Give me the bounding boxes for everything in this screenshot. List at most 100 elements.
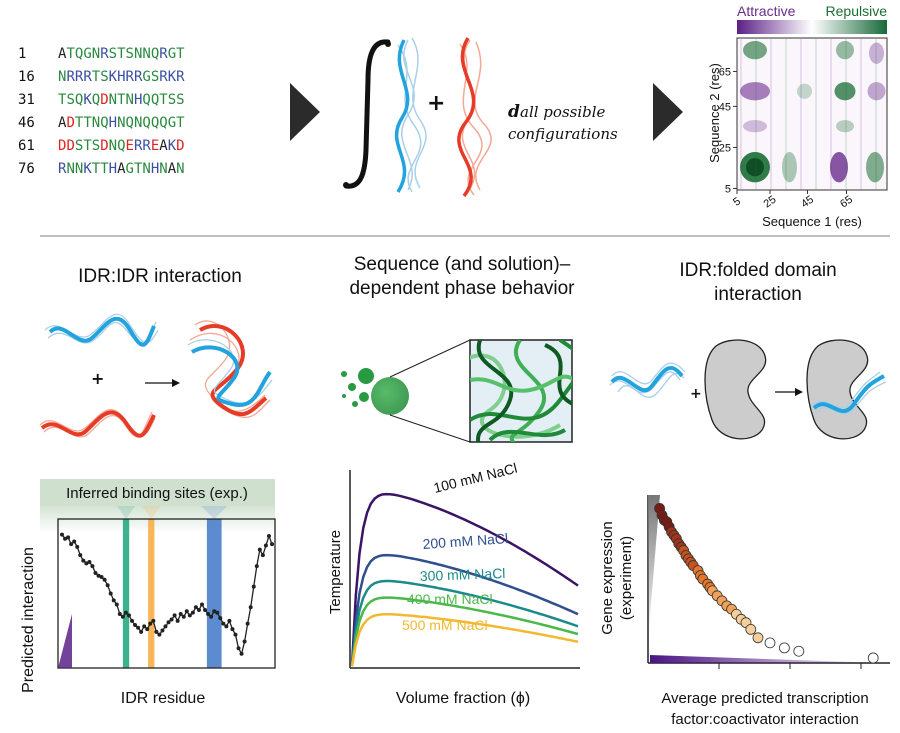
phase-curve bbox=[350, 612, 579, 667]
expression-scatter-chart: Gene expression (experiment) Average pre… bbox=[599, 495, 890, 728]
chart1-xlabel: IDR residue bbox=[121, 690, 206, 707]
interaction-point bbox=[184, 609, 189, 614]
map-xtick-label: 25 bbox=[762, 194, 779, 211]
chart2-ylabel: Temperature bbox=[327, 530, 344, 614]
interaction-point bbox=[69, 542, 74, 547]
map-ytick-label: 5 bbox=[725, 183, 731, 195]
interaction-point bbox=[154, 629, 159, 634]
integral-sign bbox=[343, 39, 391, 189]
droplet-icon bbox=[342, 394, 346, 398]
interaction-point bbox=[148, 621, 153, 626]
idr-chain-icon bbox=[609, 362, 686, 398]
plus-sign: + bbox=[427, 91, 445, 116]
map-cell bbox=[867, 82, 886, 101]
interaction-point bbox=[218, 616, 223, 621]
map-xlabel: Sequence 1 (res) bbox=[762, 214, 862, 229]
sequence-index: 31 bbox=[18, 92, 35, 108]
condensate-chains-icon bbox=[470, 340, 572, 442]
right-arrow-icon bbox=[653, 83, 683, 141]
map-cell bbox=[743, 41, 767, 60]
interaction-point bbox=[157, 632, 162, 637]
interaction-point bbox=[260, 553, 265, 558]
interaction-point bbox=[136, 625, 141, 630]
map-cell bbox=[834, 82, 856, 101]
phase-curve-label: 400 mM NaCl bbox=[407, 591, 493, 607]
map-cell bbox=[836, 41, 854, 60]
phase-curve bbox=[350, 553, 579, 667]
configurations-caption-line2: configurations bbox=[508, 125, 618, 143]
interaction-point bbox=[87, 559, 92, 564]
interaction-point bbox=[114, 602, 119, 607]
legend-repulsive: Repulsive bbox=[826, 3, 888, 19]
interaction-point bbox=[105, 583, 110, 588]
interaction-point bbox=[96, 573, 101, 578]
map-xtick-label: 65 bbox=[838, 194, 855, 211]
interaction-point bbox=[163, 624, 168, 629]
interaction-point bbox=[196, 607, 201, 612]
phase-curve-label: 200 mM NaCl bbox=[422, 530, 509, 552]
interaction-point bbox=[248, 605, 253, 610]
interaction-point bbox=[200, 602, 204, 607]
map-legend-bar bbox=[737, 20, 887, 34]
interaction-point bbox=[193, 605, 198, 610]
interaction-point bbox=[60, 532, 64, 537]
interaction-point bbox=[160, 628, 165, 633]
red-idr-ensemble-icon bbox=[457, 37, 492, 198]
map-xtick-label: 45 bbox=[799, 194, 816, 211]
chart3-ylabel-line2: (experiment) bbox=[618, 536, 635, 620]
right-arrow-icon bbox=[290, 83, 320, 141]
interaction-point bbox=[221, 621, 226, 626]
map-cell bbox=[836, 120, 854, 133]
droplet-icon bbox=[341, 371, 347, 377]
interaction-point bbox=[78, 553, 83, 558]
interaction-point bbox=[102, 577, 107, 582]
banner-label: Inferred binding sites (exp.) bbox=[66, 485, 248, 502]
interaction-point bbox=[117, 612, 122, 617]
interaction-point bbox=[172, 613, 177, 618]
blue-chain-icon bbox=[44, 313, 159, 347]
large-droplet-icon bbox=[371, 377, 409, 415]
interaction-point bbox=[242, 639, 247, 644]
phase-curve-label: 500 mM NaCl bbox=[402, 617, 488, 633]
interaction-point bbox=[126, 613, 131, 618]
interaction-point bbox=[81, 558, 86, 563]
interaction-point bbox=[130, 618, 134, 623]
interaction-map: Attractive Repulsive Sequence 2 (res) Se… bbox=[707, 3, 888, 229]
band-pointer bbox=[200, 506, 228, 519]
interaction-point bbox=[233, 632, 238, 637]
interaction-point bbox=[175, 618, 180, 623]
map-cell bbox=[869, 42, 884, 64]
interaction-point bbox=[224, 624, 229, 629]
scatter-point bbox=[867, 652, 879, 664]
droplet-icon bbox=[348, 383, 356, 391]
chart2-xlabel: Volume fraction (ϕ) bbox=[396, 690, 530, 707]
interaction-point bbox=[142, 624, 147, 629]
binding-band-blue bbox=[206, 519, 222, 668]
interaction-point bbox=[181, 614, 186, 619]
scatter-point bbox=[779, 642, 790, 654]
interaction-point bbox=[151, 618, 156, 623]
interaction-point bbox=[266, 533, 271, 538]
interaction-point bbox=[251, 584, 256, 589]
map-cell bbox=[746, 158, 764, 177]
interaction-point bbox=[215, 610, 220, 615]
sequence-row: TSQKQDNTNHQQTSS bbox=[58, 92, 185, 108]
sequence-row: DDSTSDNQERREAKD bbox=[58, 138, 185, 154]
sequence-row: NRRRTSKHRRGSRKR bbox=[58, 69, 185, 85]
interaction-point bbox=[139, 629, 144, 634]
interaction-point bbox=[75, 544, 80, 549]
chart1-frame bbox=[57, 518, 276, 669]
map-cell bbox=[743, 120, 767, 133]
sequence-row: ATQGNRSTSNNQRGT bbox=[58, 46, 185, 62]
interaction-point bbox=[90, 564, 95, 569]
folded-title-line1: IDR:folded domain bbox=[679, 260, 836, 281]
interaction-point bbox=[133, 623, 138, 628]
phase-curve bbox=[350, 596, 579, 667]
interaction-point bbox=[93, 570, 98, 575]
map-cell bbox=[782, 152, 797, 183]
map-cell bbox=[740, 82, 770, 101]
droplet-icon bbox=[359, 392, 369, 402]
purple-gradient-wedge bbox=[650, 655, 885, 663]
